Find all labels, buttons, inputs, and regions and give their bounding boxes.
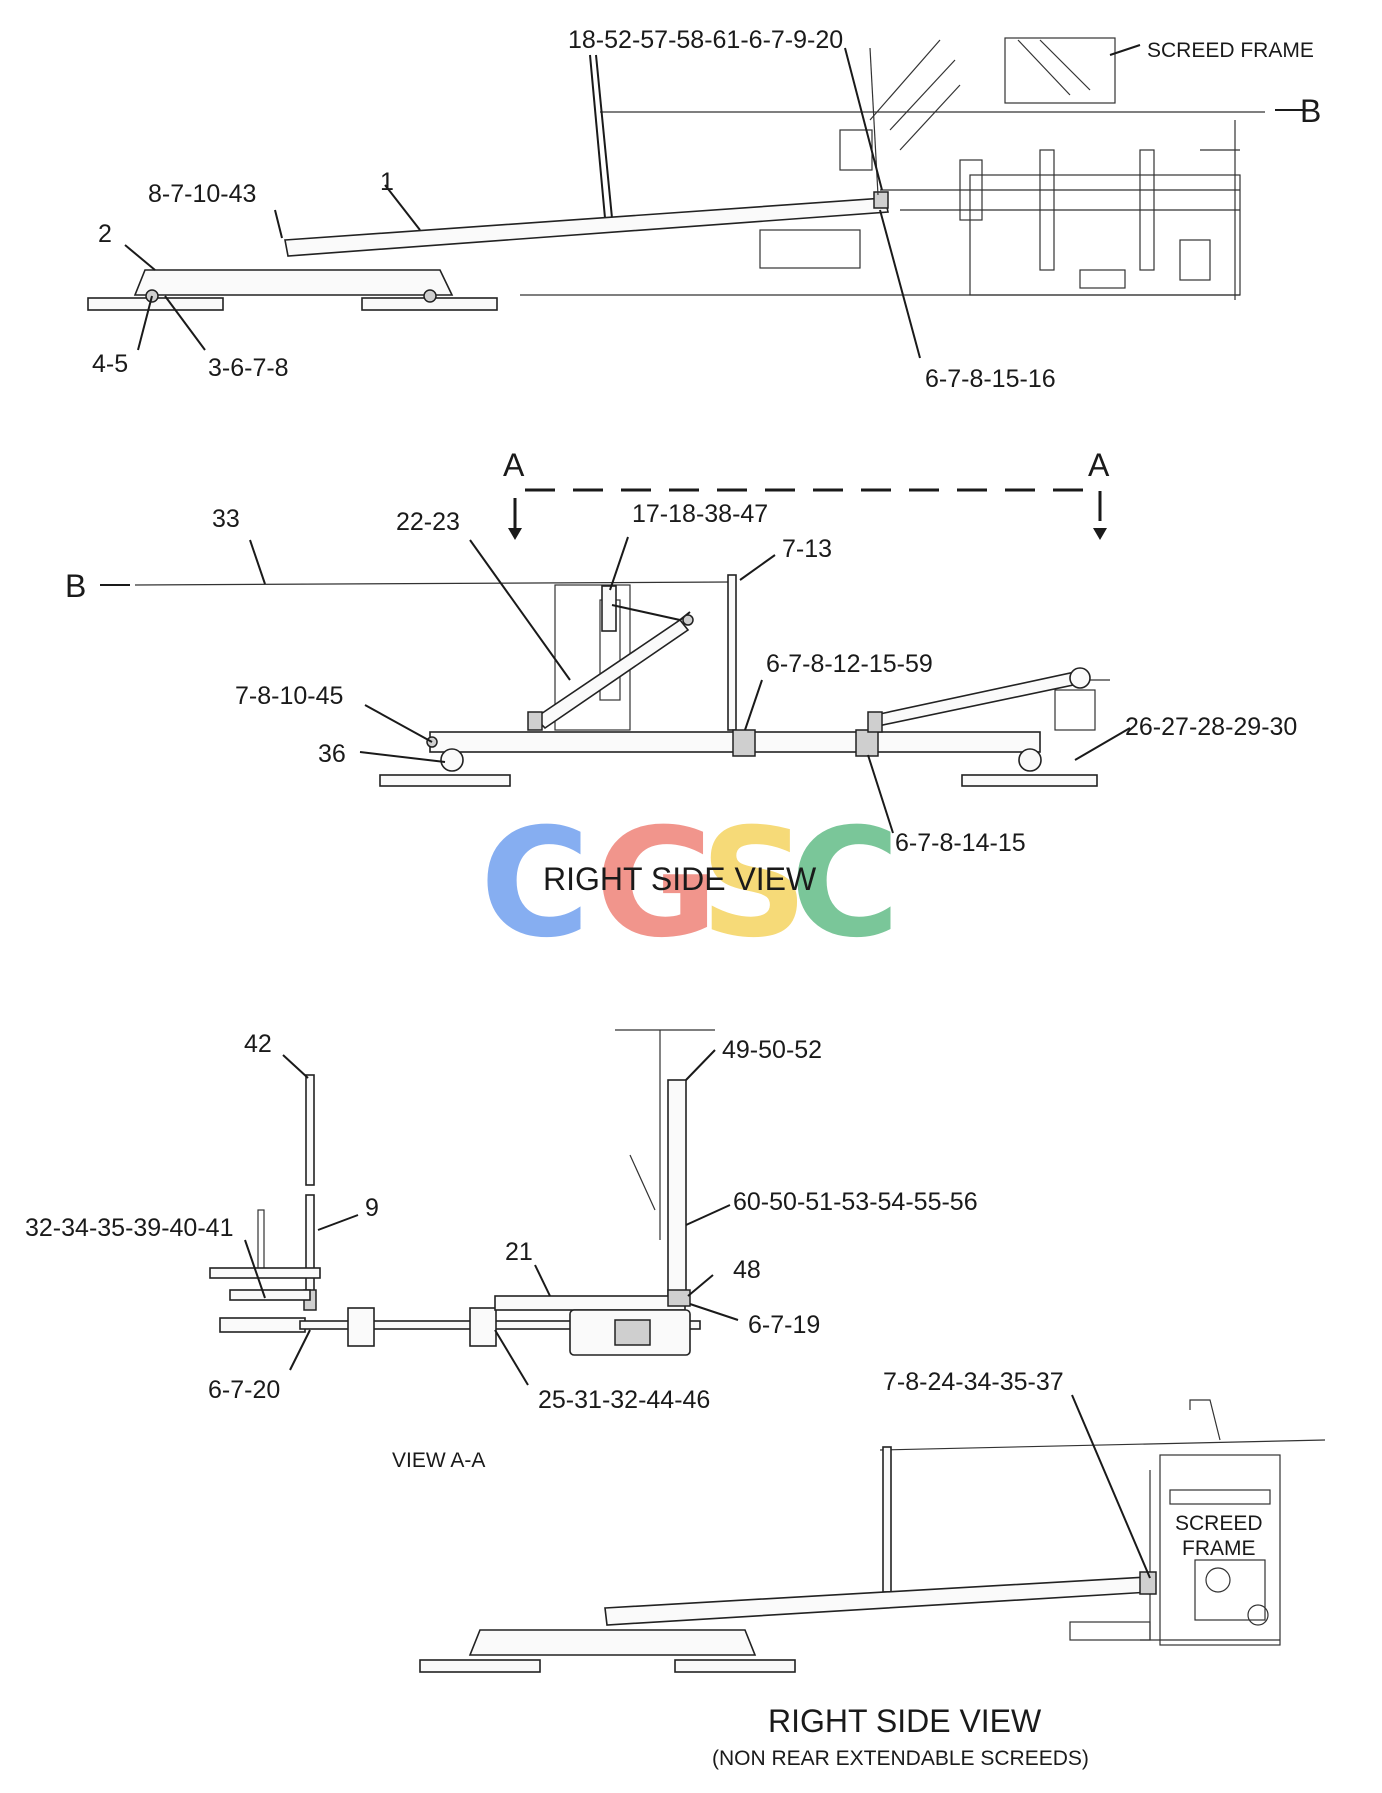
watermark-letter-c1: C: [480, 797, 590, 971]
right-arm: [874, 671, 1079, 727]
screed-frame-label-line2: FRAME: [1182, 1537, 1256, 1560]
plate-21: [494, 1295, 686, 1311]
section-a-line: [513, 488, 1102, 528]
slide-rail-left: [219, 1317, 306, 1333]
callout-7-13: 7-13: [782, 535, 832, 563]
vertical-rod-lower: [882, 1446, 892, 1593]
callout-48: 48: [733, 1256, 761, 1284]
screed-frame-label: SCREED FRAME: [1147, 39, 1314, 62]
callout-7-8-24-34-35-37: 7-8-24-34-35-37: [883, 1368, 1064, 1396]
callout-ski-2: 2: [98, 220, 112, 248]
right-side-view-title: RIGHT SIDE VIEW: [543, 861, 817, 897]
right-side-view: A A B: [65, 447, 1297, 897]
callout-6-7-19: 6-7-19: [748, 1311, 820, 1339]
callout-21: 21: [505, 1238, 533, 1266]
section-b-label-top: B: [1300, 93, 1321, 129]
callout-4-5: 4-5: [92, 350, 128, 378]
screed-frame-label-line1: SCREED: [1175, 1512, 1263, 1535]
callout-arm-1: 1: [380, 168, 394, 196]
section-line-b: [134, 581, 731, 586]
pad-left: [379, 774, 511, 787]
callout-17-18-38-47: 17-18-38-47: [632, 500, 768, 528]
view-a-a-title: VIEW A-A: [392, 1449, 485, 1472]
callout-9: 9: [365, 1194, 379, 1222]
post-7-13: [727, 574, 737, 731]
callout-6-7-8-15-16: 6-7-8-15-16: [925, 365, 1056, 393]
watermark-letter-s: S: [700, 797, 808, 971]
rod-42: [305, 1074, 315, 1186]
callout-60-50-51-53-54-55-56: 60-50-51-53-54-55-56: [733, 1188, 978, 1216]
wheel-36: [440, 748, 464, 772]
section-b-label: B: [65, 568, 86, 604]
callout-22-23: 22-23: [396, 508, 460, 536]
rod-9: [305, 1194, 315, 1306]
right-column: [667, 1079, 687, 1296]
callout-3-6-7-8: 3-6-7-8: [208, 354, 289, 382]
right-side-view-non-rear-subtitle: (NON REAR EXTENDABLE SCREEDS): [712, 1747, 1089, 1770]
pad-right: [961, 774, 1098, 787]
arm-lower: [604, 1576, 1151, 1626]
ski-lower: [468, 1629, 757, 1656]
right-side-view-non-rear: 7-8-24-34-35-37 SCREED FRAME RIGHT SIDE …: [419, 1368, 1326, 1770]
top-view: 18-52-57-58-61-6-7-9-20 SCREED FRAME B 8…: [87, 26, 1321, 393]
section-a-label-right: A: [1088, 447, 1110, 483]
callout-top: 18-52-57-58-61-6-7-9-20: [568, 26, 843, 54]
right-side-view-non-rear-title: RIGHT SIDE VIEW: [768, 1703, 1042, 1739]
callout-6-7-8-14-15: 6-7-8-14-15: [895, 829, 1026, 857]
callout-32-34-35-39-40-41: 32-34-35-39-40-41: [25, 1214, 233, 1242]
callout-6-7-8-12-15-59: 6-7-8-12-15-59: [766, 650, 933, 678]
callout-8-7-10-43: 8-7-10-43: [148, 180, 256, 208]
callout-33: 33: [212, 505, 240, 533]
ski-base: [133, 269, 454, 296]
callout-26-27-28-29-30: 26-27-28-29-30: [1125, 713, 1297, 741]
view-a-a: 42 9 32-34-35-39-40-41 49-50-52 60-50-51…: [25, 1029, 978, 1472]
callout-49-50-52: 49-50-52: [722, 1036, 822, 1064]
callout-6-7-20: 6-7-20: [208, 1376, 280, 1404]
bracket-17: [601, 585, 617, 632]
vertical-rod: [589, 54, 606, 219]
callout-36: 36: [318, 740, 346, 768]
screed-frame-structure: [520, 37, 1241, 300]
watermark-letter-c2: C: [790, 797, 900, 971]
section-a-label-left: A: [503, 447, 525, 483]
callout-7-8-10-45: 7-8-10-45: [235, 682, 343, 710]
main-arm: [284, 197, 889, 257]
callout-42: 42: [244, 1030, 272, 1058]
watermark-letter-g: G: [595, 797, 718, 971]
watermark: C G S C: [480, 797, 900, 971]
diagonal-brace: [533, 618, 690, 730]
horizontal-rail: [299, 1320, 701, 1330]
callout-25-31-32-44-46: 25-31-32-44-46: [538, 1386, 710, 1414]
